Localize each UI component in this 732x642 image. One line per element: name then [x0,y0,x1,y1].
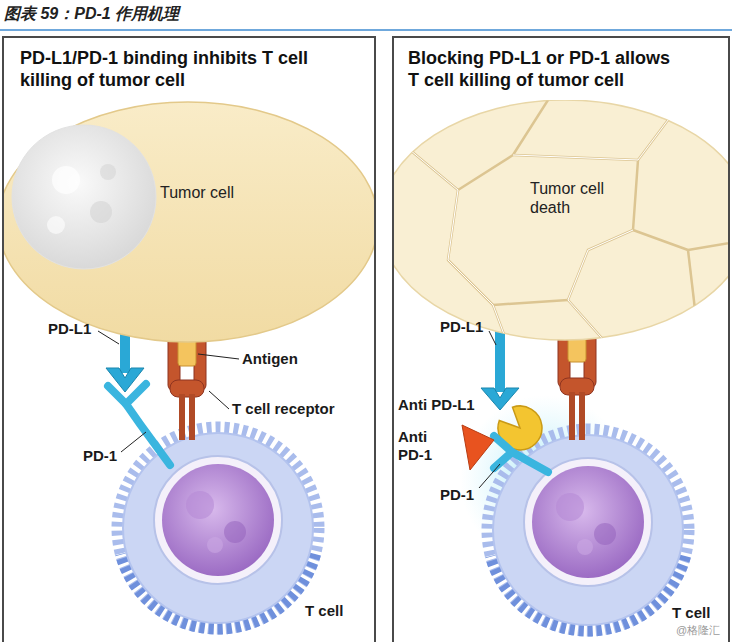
leader-lines-left [98,331,239,452]
part-label: PD-L1 [440,318,483,336]
dying-tumor-cell-shape [392,100,730,345]
cell-label: T cell [305,602,343,620]
t-cell-right [488,430,688,630]
cell-label: Tumor cell [160,183,234,202]
pd-1-left [108,384,170,465]
title-rule [0,29,732,31]
pd-1-right [494,436,548,472]
part-label: PD-L1 [48,320,91,338]
tumor-cell: Tumor cell [2,100,376,345]
anti-pd-1-antibody [462,425,494,470]
drug-label: Anti PD-1 [398,428,444,464]
cell-label: Tumor cell death [527,178,625,218]
part-label: T cell receptor [232,400,335,418]
watermark: @格隆汇 [676,624,720,637]
panel: Tumor cell PD-L1/PD-1 binding inhibits T … [2,36,376,642]
part-label: PD-1 [83,447,117,465]
part-label: PD-1 [440,486,474,504]
tumor-cell-shape [2,100,376,345]
panel: Tumor cell death Blocking PD-L1 or PD-1 a… [392,36,730,642]
leader-lines-right [479,331,500,488]
panel-heading: PD-L1/PD-1 binding inhibits T cell killi… [20,48,330,92]
t-cell-left [118,428,318,628]
cell-label: T cell [672,604,710,622]
figure-title: 图表 59：PD-1 作用机理 [4,4,179,23]
part-label: Antigen [242,350,298,368]
drug-label: Anti PD-L1 [398,396,475,414]
panel-heading: Blocking PD-L1 or PD-1 allows T cell kil… [408,48,678,92]
tumor-cell: Tumor cell death [392,100,730,345]
